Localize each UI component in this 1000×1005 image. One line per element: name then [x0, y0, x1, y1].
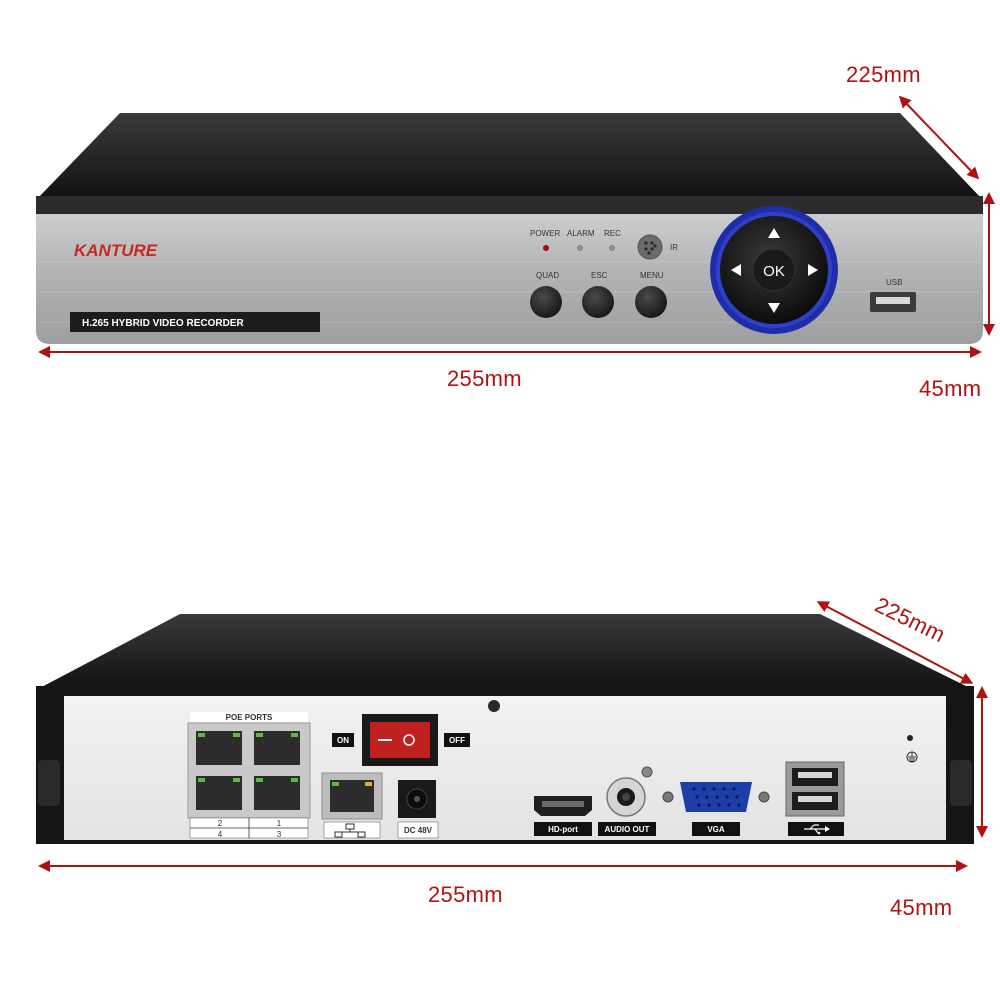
- poe-number-4: 4: [218, 830, 223, 839]
- switch-off-label: OFF: [449, 736, 465, 745]
- audio-out-label: AUDIO OUT: [605, 825, 650, 834]
- nav-right-icon[interactable]: [808, 264, 818, 276]
- usb-icon: [804, 824, 830, 835]
- front-depth-line: [898, 95, 980, 180]
- front-height-label: 45mm: [919, 376, 982, 401]
- rec-led: [609, 245, 615, 251]
- screw: [488, 700, 500, 712]
- rear-width-label: 255mm: [428, 882, 503, 907]
- network-icon: [334, 823, 366, 838]
- front-device-top: [36, 113, 983, 200]
- quad-label: QUAD: [536, 271, 559, 280]
- indicator-rec-label: REC: [604, 229, 621, 238]
- ground-screw: [641, 766, 653, 778]
- switch-on-label: ON: [337, 736, 349, 745]
- nav-down-icon[interactable]: [768, 303, 780, 313]
- model-caption-bar: [70, 312, 320, 332]
- poe-number-1: 1: [277, 819, 282, 828]
- indicator-power-label: POWER: [530, 229, 560, 238]
- ok-label: OK: [763, 263, 785, 280]
- alarm-led: [577, 245, 583, 251]
- esc-button[interactable]: [582, 286, 614, 318]
- menu-button[interactable]: [635, 286, 667, 318]
- model-caption: H.265 HYBRID VIDEO RECORDER: [82, 318, 244, 329]
- brand-logo: KANTURE: [74, 241, 158, 260]
- front-depth-label: 225mm: [846, 62, 921, 87]
- ground-icon: [906, 751, 918, 763]
- poe-number-3: 3: [277, 830, 282, 839]
- front-width-label: 255mm: [447, 366, 522, 391]
- indicator-alarm-label: ALARM: [567, 229, 595, 238]
- power-led: [543, 245, 549, 251]
- hdmi-label: HD-port: [548, 825, 578, 834]
- rear-depth-line: [816, 601, 974, 684]
- poe-ports-label: POE PORTS: [226, 713, 273, 722]
- front-view: KANTURE H.265 HYBRID VIDEO RECORDER POWE…: [36, 113, 983, 344]
- nav-left-icon[interactable]: [731, 264, 741, 276]
- rear-height-label: 45mm: [890, 895, 953, 920]
- ir-label: IR: [670, 243, 678, 252]
- ir-receiver: [637, 234, 663, 260]
- quad-button[interactable]: [530, 286, 562, 318]
- nav-up-icon[interactable]: [768, 228, 780, 238]
- menu-label: MENU: [640, 271, 664, 280]
- dc-48v-label: DC 48V: [404, 826, 433, 835]
- vga-label: VGA: [707, 825, 725, 834]
- rear-device-top: [36, 614, 974, 690]
- indicator-dot: [907, 735, 913, 741]
- poe-number-2: 2: [218, 819, 223, 828]
- esc-label: ESC: [591, 271, 608, 280]
- ok-button[interactable]: [752, 248, 796, 292]
- usb-front-label: USB: [886, 278, 902, 287]
- rear-view: POE PORTS 2 1 4 3: [36, 614, 974, 844]
